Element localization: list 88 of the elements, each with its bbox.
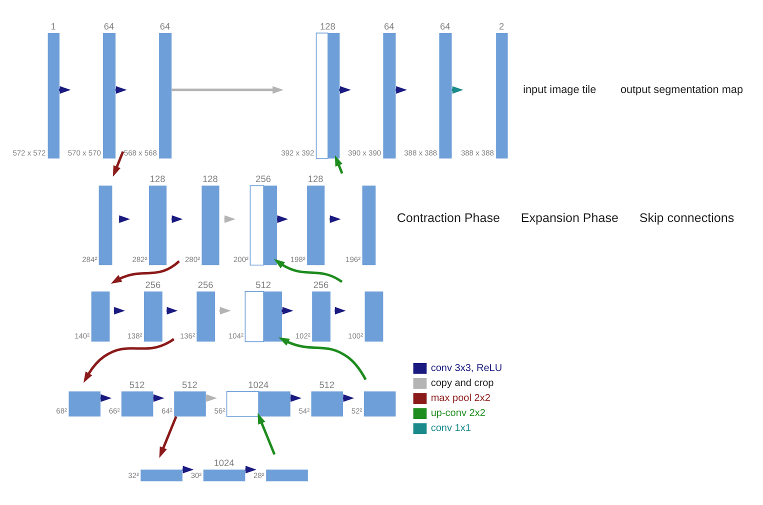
node-label: 200² bbox=[233, 254, 249, 264]
node-label: 570 x 570 bbox=[68, 148, 101, 157]
node-box bbox=[496, 32, 508, 158]
legend-label: conv 1x1 bbox=[430, 422, 471, 434]
node-label: 64 bbox=[104, 21, 114, 32]
node-label: 1 bbox=[50, 21, 56, 32]
node-bar bbox=[362, 185, 376, 265]
node-box bbox=[312, 290, 330, 342]
node-label: 128 bbox=[308, 174, 324, 184]
node-label: 30² bbox=[190, 470, 202, 480]
node-label: 68² bbox=[56, 406, 68, 415]
node-label: 136² bbox=[180, 330, 195, 340]
node-label: 256 bbox=[198, 279, 214, 290]
node-bar bbox=[91, 290, 110, 342]
node-label: 64 bbox=[384, 21, 394, 32]
node-label: 196² bbox=[346, 254, 361, 264]
node-label: 512 bbox=[129, 379, 145, 390]
arrow bbox=[172, 86, 284, 94]
arrow bbox=[258, 412, 276, 454]
node-box bbox=[439, 32, 452, 158]
node-label: 128 bbox=[320, 21, 336, 32]
node-label: 256 bbox=[256, 174, 271, 184]
node-label: 28² bbox=[254, 470, 264, 480]
label: Skip connections bbox=[639, 210, 734, 225]
arrow bbox=[334, 154, 344, 174]
arrow bbox=[112, 150, 124, 176]
node-label: 572 x 572 bbox=[12, 148, 46, 157]
node-label: 256 bbox=[145, 279, 161, 290]
node-box bbox=[149, 185, 167, 265]
node-box bbox=[196, 290, 216, 342]
node-label: 64 bbox=[440, 21, 450, 32]
node-label: 102² bbox=[295, 330, 310, 340]
node-bar bbox=[364, 290, 384, 342]
node-bar bbox=[266, 469, 308, 481]
node-box bbox=[203, 469, 246, 481]
legend-label: max pool 2x2 bbox=[430, 392, 490, 404]
node-label: 52² bbox=[351, 406, 362, 415]
arrow bbox=[83, 338, 175, 382]
arrow bbox=[278, 336, 367, 380]
node-label: 138² bbox=[127, 330, 142, 340]
legend-label: copy and crop bbox=[430, 378, 494, 389]
node-label: 512 bbox=[256, 279, 271, 290]
node-box bbox=[202, 185, 220, 265]
arrow bbox=[110, 260, 180, 284]
node-box bbox=[383, 32, 396, 158]
node-box bbox=[121, 390, 154, 416]
node-box bbox=[307, 185, 325, 265]
node-bar bbox=[364, 390, 396, 416]
node-label: 568 x 568 bbox=[124, 148, 157, 157]
node-label: 64² bbox=[162, 406, 172, 415]
node-label: 282² bbox=[132, 254, 148, 264]
node-box bbox=[159, 32, 172, 158]
node-label: 280² bbox=[184, 254, 200, 264]
node-box bbox=[144, 290, 162, 342]
node-label: 256 bbox=[313, 279, 329, 290]
node-label: 1024 bbox=[248, 379, 269, 390]
node-label: 388 x 388 bbox=[404, 148, 438, 157]
legend-label: conv 3x3, ReLU bbox=[430, 362, 502, 374]
node-label: 64 bbox=[160, 21, 170, 32]
node-label: 390 x 390 bbox=[348, 148, 382, 157]
node-label: 1024 bbox=[214, 458, 234, 468]
node-label: 104² bbox=[228, 330, 244, 340]
node-label: 388 x 388 bbox=[460, 148, 494, 157]
node-label: 128 bbox=[150, 174, 166, 184]
legend-label: up-conv 2x2 bbox=[430, 408, 486, 419]
arrow bbox=[159, 416, 178, 458]
node-label: 284² bbox=[82, 254, 98, 264]
node-label: 198² bbox=[290, 254, 306, 264]
label: output segmentation map bbox=[620, 83, 744, 96]
node-bar bbox=[98, 185, 112, 265]
node-bar bbox=[140, 469, 182, 481]
label: Expansion Phase bbox=[520, 210, 618, 225]
label: input image tile bbox=[523, 83, 596, 96]
node-label: 2 bbox=[499, 21, 504, 32]
node-label: 512 bbox=[319, 379, 335, 390]
node-label: 512 bbox=[182, 379, 198, 390]
node-label: 100² bbox=[348, 330, 364, 340]
label: Contraction Phase bbox=[396, 210, 500, 225]
node-label: 32² bbox=[128, 470, 139, 480]
node-label: 54² bbox=[298, 406, 310, 415]
node-bar bbox=[68, 390, 100, 416]
node-label: 392 x 392 bbox=[281, 148, 314, 157]
node-box bbox=[174, 390, 206, 416]
node-label: 66² bbox=[108, 406, 120, 415]
node-label: 128 bbox=[202, 174, 218, 184]
node-label: 140² bbox=[74, 330, 90, 340]
node-label: 56² bbox=[214, 406, 226, 415]
arrow bbox=[274, 258, 343, 282]
